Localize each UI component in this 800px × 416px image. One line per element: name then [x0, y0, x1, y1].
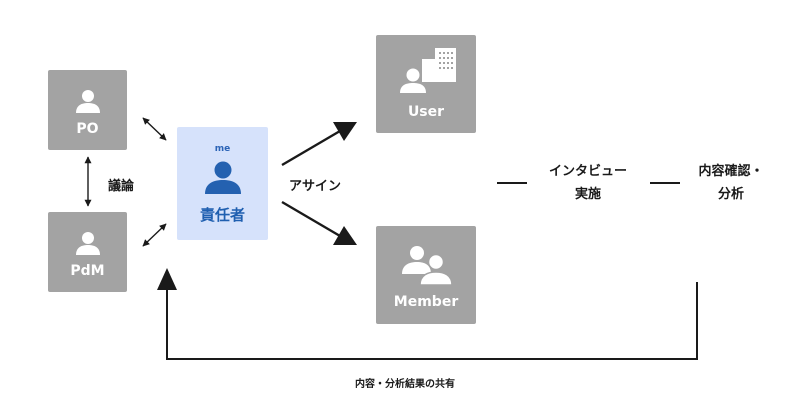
interview-label: インタビュー 実施: [532, 160, 644, 206]
pdm-me-arrow: [142, 223, 167, 247]
person-icon: [205, 161, 241, 194]
assign-member-line: [281, 200, 341, 238]
pdm-label: PdM: [70, 263, 105, 279]
user-node: User: [376, 35, 476, 133]
person-icon: [76, 90, 100, 113]
me-node: me 責任者: [177, 127, 268, 240]
person-icon: [76, 232, 100, 255]
people-icon: [402, 246, 453, 286]
assign-user-line: [281, 129, 341, 167]
po-node: PO: [48, 70, 127, 150]
assign-label: アサイン: [289, 179, 342, 194]
assign-user-arrowhead: [333, 122, 357, 141]
user-label: User: [407, 104, 445, 120]
interview-label-line2: 実施: [574, 187, 601, 202]
member-node: Member: [376, 226, 476, 324]
interview-label-line1: インタビュー: [548, 164, 627, 179]
me-tag: me: [214, 144, 231, 154]
me-role-label: 責任者: [199, 206, 245, 224]
feedback-label: 内容・分析結果の共有: [355, 379, 455, 390]
person-icon: [400, 68, 426, 93]
feedback-arrowhead: [157, 268, 177, 290]
pdm-node: PdM: [48, 212, 127, 292]
discussion-label: 議論: [108, 179, 135, 194]
building-icon: [422, 48, 456, 82]
po-label: PO: [76, 121, 99, 137]
review-label-line1: 内容確認・: [698, 164, 764, 179]
review-label: 内容確認・ 分析: [681, 160, 781, 206]
feedback-loop-line: [166, 282, 698, 360]
review-label-line2: 分析: [717, 187, 744, 202]
member-label: Member: [393, 294, 459, 310]
assign-member-arrowhead: [333, 226, 357, 245]
po-me-arrow: [142, 117, 167, 141]
